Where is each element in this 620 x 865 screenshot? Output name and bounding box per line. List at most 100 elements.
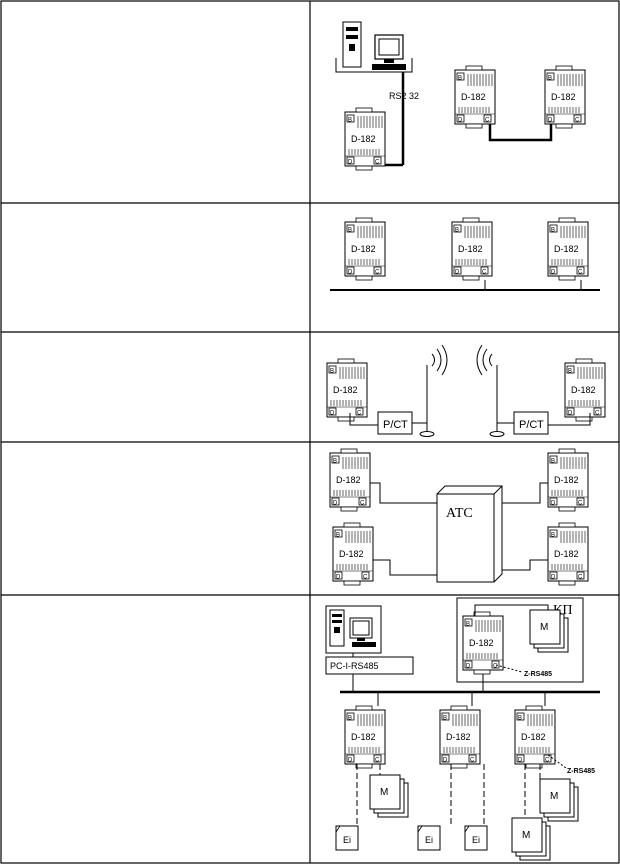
- svg-text:B: B: [455, 228, 459, 234]
- phone-exchange-label: АТС: [446, 506, 473, 521]
- device-label: D-182: [554, 244, 579, 254]
- svg-text:C: C: [545, 758, 550, 764]
- device-d182: D-182 B D C: [326, 358, 368, 422]
- svg-text:D: D: [551, 270, 556, 276]
- device-label: D-182: [351, 244, 376, 254]
- svg-text:D: D: [548, 118, 553, 124]
- module-stack: M: [369, 774, 409, 818]
- device-d182: D-182 B D C: [454, 65, 496, 129]
- device-label: D-182: [521, 732, 546, 742]
- radio-station-left-label: Р/СТ: [383, 419, 408, 431]
- svg-text:D: D: [518, 758, 523, 764]
- module-label: M: [522, 830, 530, 841]
- module-stack: M: [539, 778, 579, 822]
- svg-text:B: B: [443, 716, 447, 722]
- device-d182: D-182 B D C: [547, 217, 589, 281]
- device-label: D-182: [351, 134, 376, 144]
- converter-label: PC-I-RS485: [330, 661, 379, 671]
- sensor: Ei: [335, 825, 359, 851]
- antenna-left: [412, 344, 448, 437]
- svg-text:B: B: [333, 459, 337, 465]
- device-label: D-182: [336, 475, 361, 485]
- device-label: D-182: [446, 732, 471, 742]
- svg-text:C: C: [485, 118, 490, 124]
- module-label: M: [550, 791, 558, 802]
- svg-text:D: D: [458, 118, 463, 124]
- svg-text:C: C: [375, 270, 380, 276]
- sensor-label: Ei: [425, 835, 433, 845]
- sensor: Ei: [464, 825, 488, 851]
- device-d182: D-182 B D C: [344, 705, 386, 769]
- svg-text:C: C: [375, 758, 380, 764]
- device-d182: D-182 B D C: [514, 705, 556, 769]
- svg-text:B: B: [348, 118, 352, 124]
- svg-text:C: C: [357, 411, 362, 417]
- svg-text:C: C: [360, 501, 365, 507]
- device-label: D-182: [351, 732, 376, 742]
- device-label: D-182: [461, 92, 486, 102]
- device-d182: D-182 B D C: [547, 522, 589, 586]
- z-rs485-label-bottom: Z-RS485: [567, 768, 595, 775]
- device-d182: D-182 B D C: [332, 522, 374, 586]
- device-label: D-182: [339, 549, 364, 559]
- row-rs232-diagram: RS2 32 D-182 B D C D-182 B D C D-182 B D…: [335, 21, 586, 171]
- svg-text:B: B: [348, 228, 352, 234]
- svg-text:C: C: [578, 270, 583, 276]
- device-label: D-182: [554, 549, 579, 559]
- antenna-right: [476, 344, 514, 437]
- row-phone-diagram: АТС D-182 B D C D-182 B D C D-182 B D C …: [329, 448, 589, 586]
- svg-text:D: D: [551, 575, 556, 581]
- svg-text:B: B: [466, 622, 470, 628]
- svg-text:C: C: [493, 664, 498, 670]
- device-d182: D-182 B D C: [462, 611, 504, 675]
- radio-station-right-label: Р/СТ: [519, 419, 544, 431]
- row-radio-diagram: D-182 B D C D-182 B D C Р/СТ Р/СТ: [326, 344, 606, 437]
- svg-text:C: C: [363, 575, 368, 581]
- svg-text:B: B: [551, 459, 555, 465]
- z-rs485-label-top: Z-RS485: [524, 671, 552, 678]
- device-d182: D-182 B D C: [344, 107, 386, 171]
- device-label: D-182: [551, 92, 576, 102]
- device-d182: D-182 B D C: [451, 217, 493, 281]
- svg-text:B: B: [518, 716, 522, 722]
- svg-text:C: C: [575, 118, 580, 124]
- svg-text:C: C: [470, 758, 475, 764]
- module-stack: M: [529, 609, 569, 653]
- svg-text:D: D: [348, 758, 353, 764]
- svg-text:C: C: [578, 501, 583, 507]
- device-d182: D-182 B D C: [544, 65, 586, 129]
- device-d182: D-182 B D C: [344, 217, 386, 281]
- svg-text:D: D: [348, 160, 353, 166]
- device-d182: D-182 B D C: [564, 358, 606, 422]
- device-d182: D-182 B D C: [329, 448, 371, 512]
- svg-text:B: B: [336, 533, 340, 539]
- sensor: Ei: [417, 825, 441, 851]
- svg-text:D: D: [348, 270, 353, 276]
- svg-text:D: D: [466, 664, 471, 670]
- device-label: D-182: [554, 475, 579, 485]
- device-label: D-182: [333, 385, 358, 395]
- device-label: D-182: [571, 385, 596, 395]
- svg-text:D: D: [455, 270, 460, 276]
- svg-text:B: B: [458, 76, 462, 82]
- rs232-link-label: RS2 32: [389, 91, 419, 101]
- module-label: M: [380, 787, 388, 798]
- device-d182: D-182 B D C: [439, 705, 481, 769]
- svg-text:B: B: [551, 533, 555, 539]
- sensor-label: Ei: [472, 835, 480, 845]
- module-label: M: [540, 622, 548, 633]
- row-rs485-diagram: PC-I-RS485 КП D-182 B D C M Z-RS485 D-18…: [325, 597, 600, 861]
- svg-text:C: C: [482, 270, 487, 276]
- svg-text:D: D: [551, 501, 556, 507]
- svg-text:D: D: [336, 575, 341, 581]
- svg-text:D: D: [330, 411, 335, 417]
- svg-text:B: B: [568, 369, 572, 375]
- svg-text:B: B: [548, 76, 552, 82]
- svg-text:B: B: [551, 228, 555, 234]
- svg-text:B: B: [330, 369, 334, 375]
- svg-text:D: D: [443, 758, 448, 764]
- svg-text:C: C: [595, 411, 600, 417]
- device-label: D-182: [458, 244, 483, 254]
